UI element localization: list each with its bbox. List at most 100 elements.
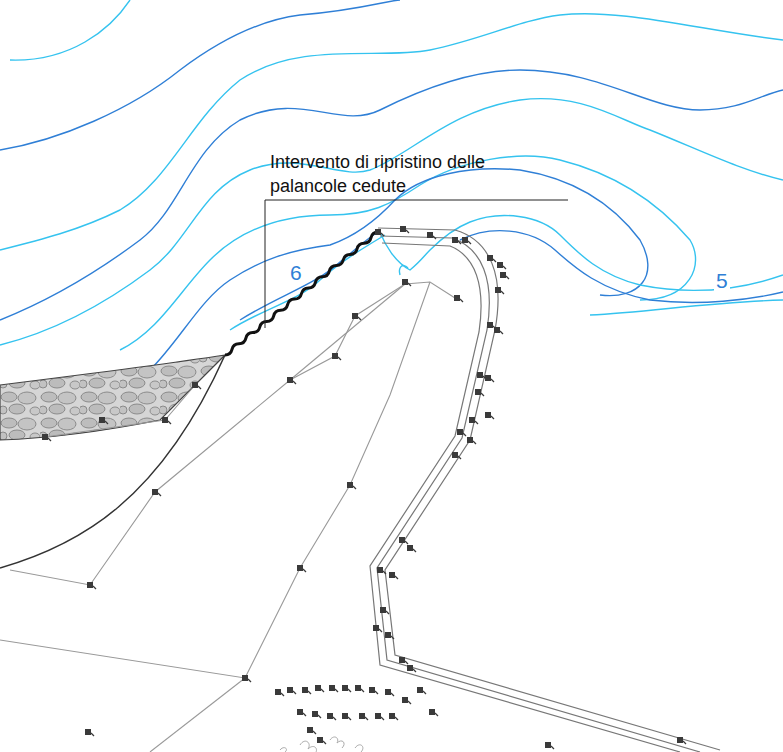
- survey-point-tick: [460, 299, 463, 302]
- sheet-piles: [225, 232, 378, 355]
- survey-point-tick: [413, 669, 416, 672]
- survey-point: [87, 582, 93, 588]
- survey-point: [275, 689, 281, 695]
- survey-point: [497, 262, 503, 268]
- survey-point-tick: [463, 433, 466, 436]
- survey-point-tick: [303, 569, 306, 572]
- survey-point-tick: [375, 691, 378, 694]
- survey-point-tick: [281, 693, 284, 696]
- survey-point-tick: [383, 571, 386, 574]
- survey-point-tick: [348, 689, 351, 692]
- survey-point: [454, 295, 460, 301]
- survey-point: [375, 229, 381, 235]
- survey-point-tick: [503, 266, 506, 269]
- survey-point: [317, 737, 323, 743]
- survey-point: [462, 237, 468, 243]
- survey-point: [389, 572, 395, 578]
- survey-point-tick: [405, 541, 408, 544]
- survey-point: [389, 713, 395, 719]
- survey-point: [99, 417, 105, 423]
- survey-point-tick: [198, 386, 201, 389]
- survey-points: [42, 226, 686, 749]
- survey-point-tick: [313, 731, 316, 734]
- survey-point: [399, 537, 405, 543]
- survey-point: [377, 567, 383, 573]
- survey-point: [297, 565, 303, 571]
- survey-point-tick: [391, 693, 394, 696]
- survey-point: [485, 412, 491, 418]
- survey-point: [375, 713, 381, 719]
- survey-point: [407, 545, 413, 551]
- survey-point: [347, 482, 353, 488]
- survey-point-tick: [168, 421, 171, 424]
- survey-point-tick: [335, 689, 338, 692]
- survey-point-tick: [501, 291, 504, 294]
- survey-lines: [0, 282, 455, 752]
- survey-point-tick: [395, 576, 398, 579]
- survey-point-tick: [353, 486, 356, 489]
- survey-point: [477, 372, 483, 378]
- survey-point: [494, 327, 500, 333]
- survey-point-tick: [381, 717, 384, 720]
- survey-point-tick: [105, 421, 108, 424]
- survey-point: [545, 742, 551, 748]
- survey-point: [385, 689, 391, 695]
- survey-point: [495, 287, 501, 293]
- survey-point: [327, 713, 333, 719]
- survey-point: [242, 675, 248, 681]
- survey-point: [380, 607, 386, 613]
- survey-point-tick: [500, 331, 503, 334]
- survey-point-tick: [493, 259, 496, 262]
- survey-point-tick: [293, 381, 296, 384]
- survey-point: [417, 687, 423, 693]
- survey-point: [287, 377, 293, 383]
- survey-point-tick: [433, 236, 436, 239]
- survey-point: [297, 709, 303, 715]
- survey-point: [307, 727, 313, 733]
- survey-point: [329, 685, 335, 691]
- survey-point-tick: [358, 317, 361, 320]
- depth-label: 5: [714, 270, 730, 292]
- survey-point: [373, 625, 379, 631]
- survey-point: [152, 489, 158, 495]
- survey-point: [287, 687, 293, 693]
- survey-point-tick: [406, 230, 409, 233]
- survey-point: [402, 697, 408, 703]
- survey-point: [359, 713, 365, 719]
- survey-point: [467, 437, 473, 443]
- rock-revetment: [0, 355, 225, 440]
- survey-point: [312, 711, 318, 717]
- survey-point-tick: [458, 456, 461, 459]
- survey-point: [452, 452, 458, 458]
- survey-point: [469, 417, 475, 423]
- survey-point-tick: [365, 717, 368, 720]
- survey-point-tick: [318, 715, 321, 718]
- survey-point: [475, 389, 481, 395]
- survey-point-tick: [379, 629, 382, 632]
- survey-point: [399, 657, 405, 663]
- survey-point-tick: [395, 717, 398, 720]
- survey-point-tick: [435, 713, 438, 716]
- survey-point-tick: [683, 741, 686, 744]
- survey-point: [352, 313, 358, 319]
- survey-point: [369, 687, 375, 693]
- survey-point-tick: [293, 691, 296, 694]
- survey-point-tick: [491, 416, 494, 419]
- depth-contours: [0, 0, 783, 370]
- vegetation: [280, 737, 363, 752]
- survey-point: [487, 322, 493, 328]
- survey-point-tick: [303, 713, 306, 716]
- survey-point-tick: [386, 611, 389, 614]
- survey-point: [42, 434, 48, 440]
- survey-point-tick: [551, 746, 554, 749]
- survey-point-tick: [475, 421, 478, 424]
- depth-label: 6: [288, 262, 304, 284]
- survey-point: [342, 713, 348, 719]
- survey-point: [85, 729, 91, 735]
- survey-point-tick: [423, 691, 426, 694]
- survey-point-tick: [458, 241, 461, 244]
- survey-point-tick: [405, 661, 408, 664]
- survey-point: [315, 685, 321, 691]
- survey-point: [457, 429, 463, 435]
